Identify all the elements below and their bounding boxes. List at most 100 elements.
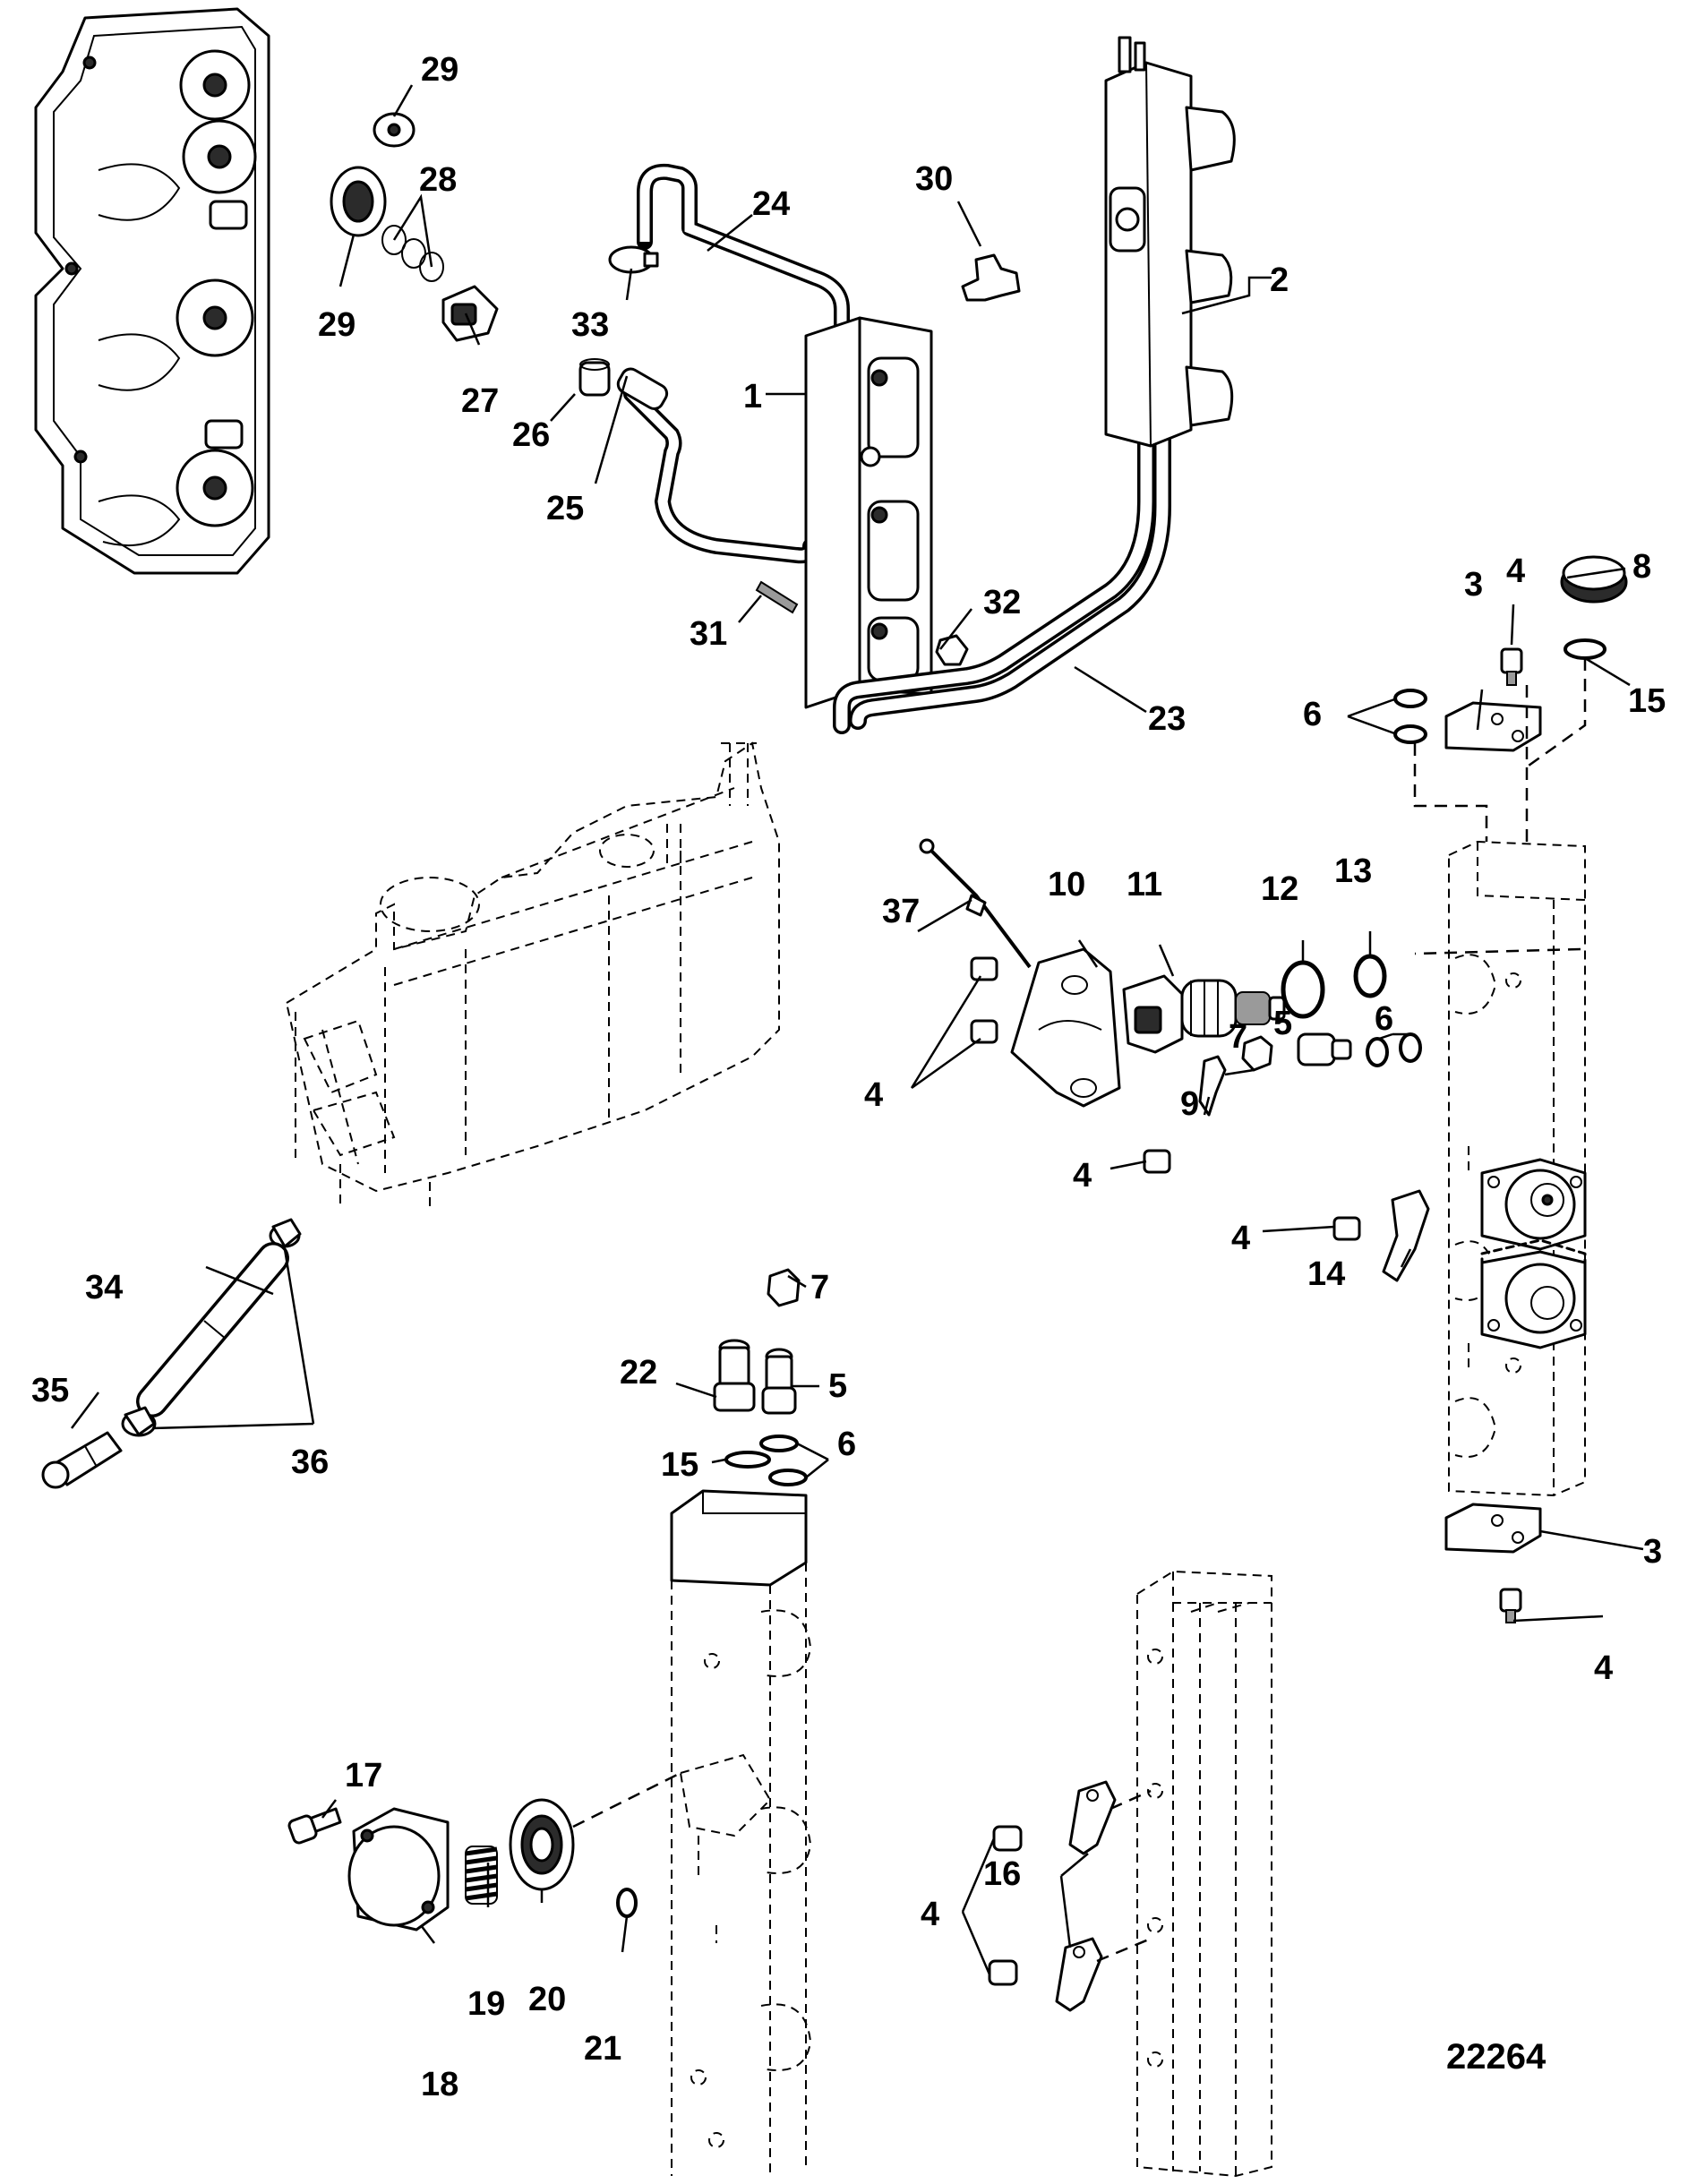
callout-17: 17 — [345, 1757, 382, 1794]
callout-23: 23 — [1148, 700, 1186, 738]
callout-28: 28 — [419, 161, 457, 199]
callout-13: 13 — [1334, 852, 1372, 890]
part-2-fuel-rail — [1104, 36, 1236, 448]
part-26-fitting — [578, 358, 611, 397]
callout-33: 33 — [571, 306, 609, 344]
callout-19: 19 — [467, 1985, 505, 2023]
dash-leaders-16 — [1096, 1789, 1152, 1963]
callout-21: 21 — [584, 2030, 621, 2068]
callout-12: 12 — [1261, 870, 1298, 908]
part-23-fuel-line — [833, 430, 1171, 734]
part-21-oring — [616, 1888, 638, 1918]
part-28-orings — [381, 225, 444, 282]
callout-14: 14 — [1307, 1255, 1345, 1293]
callout-6a: 6 — [1303, 696, 1322, 733]
callout-7b-text: 7 — [810, 1269, 829, 1306]
callout-35: 35 — [31, 1372, 69, 1409]
callout-15b: 15 — [661, 1446, 698, 1484]
part-37-wire — [919, 838, 1032, 969]
part-36-clamp-bottom — [121, 1406, 157, 1437]
part-20-diaphragm — [509, 1798, 575, 1891]
callout-22: 22 — [620, 1354, 657, 1392]
callout-24: 24 — [752, 185, 790, 223]
callout-6b: 6 — [1375, 1000, 1393, 1038]
part-19-spring — [465, 1846, 498, 1905]
part-33-clamp — [608, 245, 659, 274]
part-29-seal — [330, 166, 387, 237]
part-5-fitting-bottom — [761, 1348, 797, 1415]
part-27-sensor — [441, 285, 499, 342]
callout-4d: 4 — [1231, 1220, 1250, 1257]
part-18-cover — [347, 1807, 450, 1931]
part-30-clip — [961, 253, 1021, 302]
callout-15a: 15 — [1628, 682, 1666, 720]
dash-leader-20 — [572, 1771, 681, 1829]
part-17-screw — [287, 1807, 342, 1845]
part-24-hose — [637, 163, 850, 348]
leader-lines — [71, 84, 1644, 1975]
part-8-cap — [1560, 555, 1628, 604]
callout-4c: 4 — [1073, 1157, 1092, 1195]
engine-outline — [285, 741, 780, 1209]
part-4-screw-bottom-right — [1499, 1588, 1522, 1623]
part-4-screw-mid — [1143, 1149, 1171, 1174]
callout-11: 11 — [1127, 866, 1162, 904]
part-3-bracket-top — [1444, 701, 1542, 752]
part-11-injector — [1122, 974, 1286, 1054]
callout-labels: 29 29 28 27 26 25 33 24 33 30 1 2 31 32 … — [31, 51, 1666, 2103]
part-29-cap — [373, 112, 416, 148]
part-15-oring-top — [1564, 638, 1606, 660]
part-32-nut — [935, 634, 969, 666]
dash-leaders-right — [1413, 658, 1587, 955]
callout-4a: 4 — [1506, 552, 1525, 590]
callout-5a: 5 — [1273, 1005, 1292, 1042]
callout-2: 2 — [1270, 261, 1289, 299]
callout-10: 10 — [1048, 866, 1085, 904]
callout-4e: 4 — [1594, 1649, 1613, 1687]
bottom-right-rail — [1136, 1570, 1272, 2178]
right-fuel-rail — [1448, 840, 1587, 1497]
callout-4f: 4 — [921, 1896, 939, 1933]
part-34-hose — [136, 1242, 289, 1417]
callout-3b: 3 — [1643, 1533, 1662, 1571]
figure-number: 22264 — [1446, 2037, 1546, 2077]
part-5-fitting-mid — [1297, 1032, 1352, 1066]
part-6-orings-top — [1393, 689, 1427, 744]
part-15-oring-bottom — [724, 1451, 771, 1469]
part-10-retainer — [1010, 947, 1121, 1108]
part-4-screws-injector — [970, 956, 998, 1044]
part-35-fitting — [41, 1431, 123, 1489]
part-7-nut-bottom — [767, 1268, 801, 1307]
part-13-oring — [1353, 954, 1387, 998]
part-14-bracket — [1382, 1189, 1430, 1282]
part-4-screw-top — [1500, 647, 1523, 686]
part-3-bracket-bottom — [1444, 1503, 1542, 1554]
callout-37: 37 — [882, 893, 920, 930]
callout-25: 25 — [546, 490, 584, 527]
callout-18: 18 — [421, 2066, 458, 2103]
callout-30-text: 30 — [915, 160, 953, 198]
part-31-screw — [755, 580, 799, 614]
part-16-bracket-bottom — [1055, 1937, 1103, 2012]
callout-27: 27 — [461, 382, 499, 420]
callout-36: 36 — [291, 1443, 329, 1481]
cylinder-head — [34, 7, 270, 575]
callout-7a: 7 — [1229, 1018, 1247, 1056]
part-4-screw-right — [1332, 1216, 1361, 1241]
callout-1: 1 — [743, 378, 762, 415]
part-22-fitting — [713, 1339, 756, 1412]
callout-32: 32 — [983, 584, 1021, 621]
part-4-screws-bottom — [988, 1825, 1023, 1986]
callout-31: 31 — [690, 615, 727, 653]
callout-16: 16 — [983, 1855, 1021, 1893]
callout-20: 20 — [528, 1981, 566, 2018]
callout-3a: 3 — [1464, 566, 1483, 604]
callout-34: 34 — [85, 1269, 123, 1306]
part-6-orings-mid — [1366, 1032, 1422, 1067]
part-1-fuel-rail — [804, 316, 933, 709]
part-36-clamp-top — [269, 1218, 302, 1248]
callout-4b: 4 — [864, 1076, 883, 1114]
vapor-separator — [670, 1489, 812, 2176]
